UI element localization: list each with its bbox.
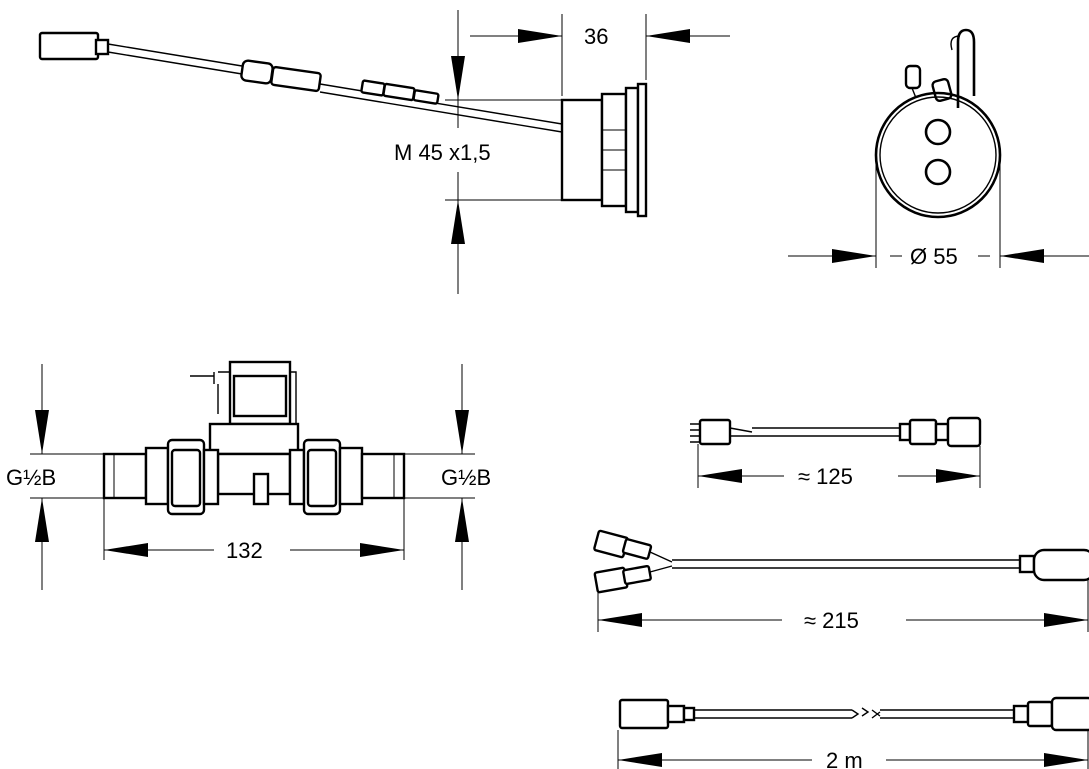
solenoid-valve — [30, 360, 475, 590]
cable-long — [617, 696, 1089, 769]
cable-medium — [593, 529, 1089, 632]
valve-thread-left-label: G½B — [6, 465, 56, 490]
valve-thread-right-label: G½B — [441, 465, 491, 490]
sensor-depth-label: 36 — [584, 24, 608, 49]
cable-medium-label: ≈ 215 — [804, 608, 859, 633]
thread-label: M 45 x1,5 — [394, 140, 491, 165]
diameter-label: Ø 55 — [910, 244, 958, 269]
valve-length-label: 132 — [226, 538, 263, 563]
sensor-side-view — [38, 10, 730, 294]
cable-short — [690, 416, 982, 488]
cable-long-label: 2 m — [826, 748, 863, 769]
cable-short-label: ≈ 125 — [798, 464, 853, 489]
sensor-front-view — [788, 28, 1089, 268]
